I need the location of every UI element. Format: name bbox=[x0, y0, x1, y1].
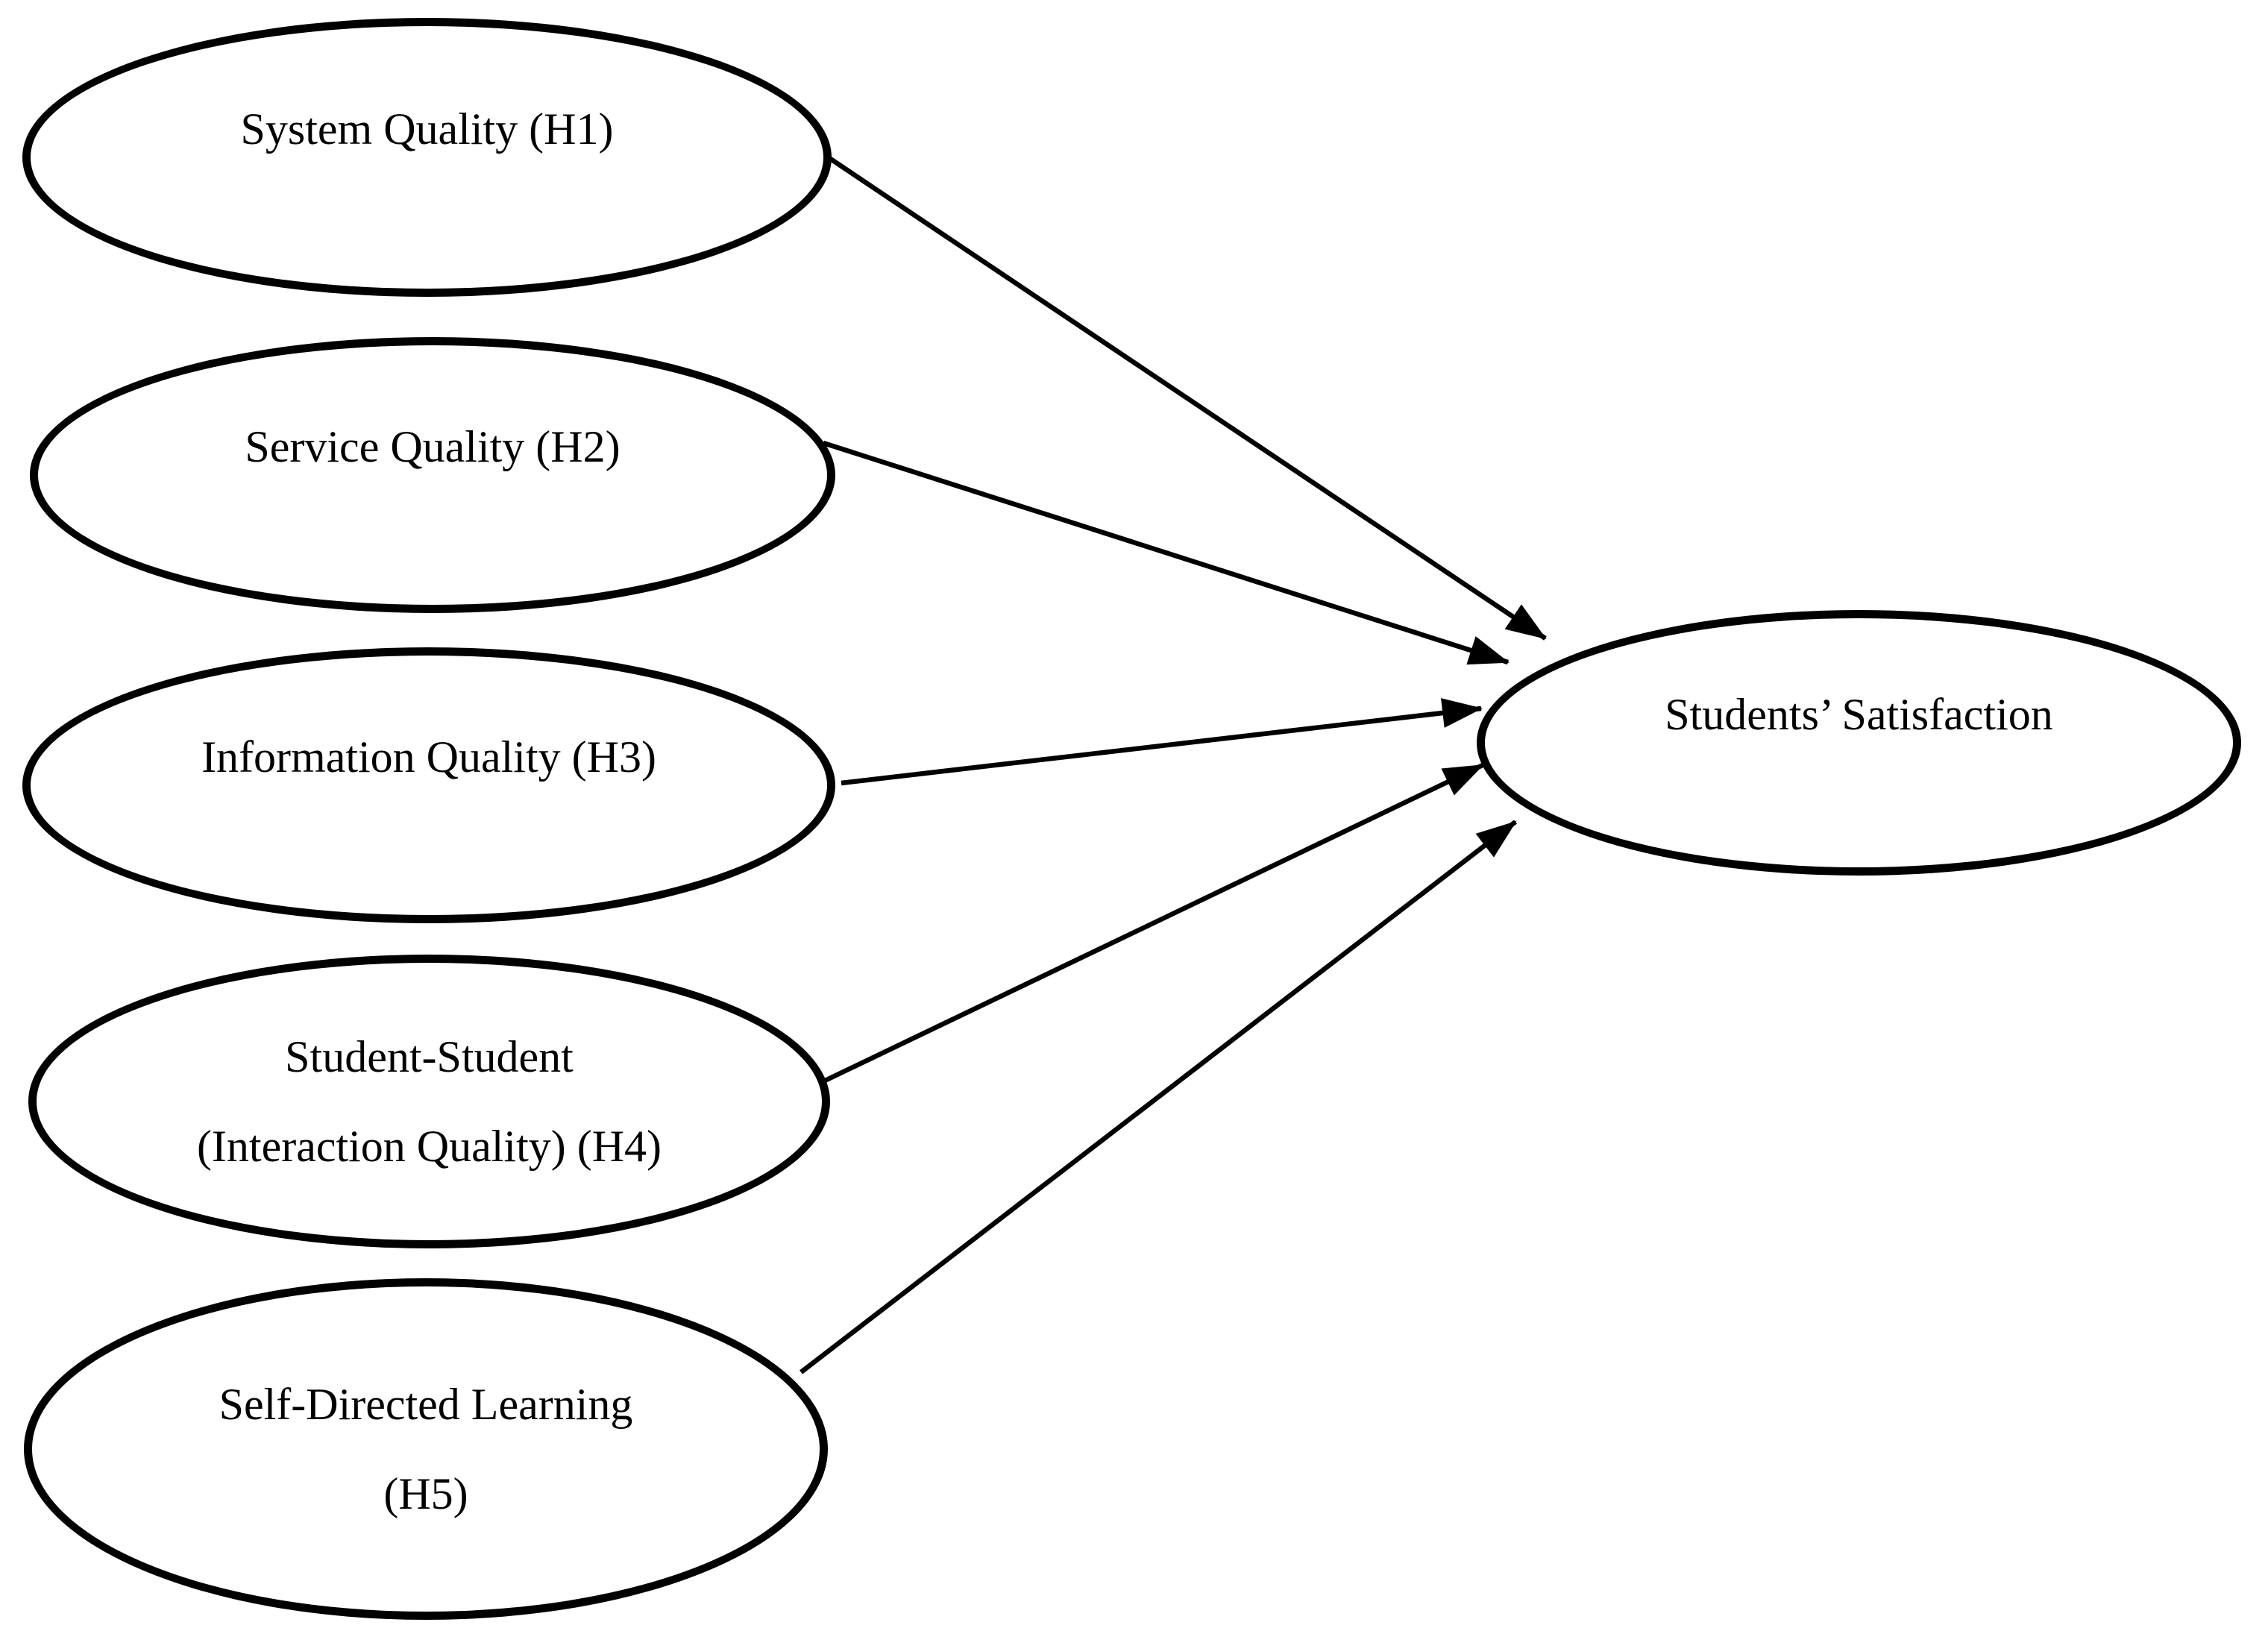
node-service-quality: Service Quality (H2) bbox=[30, 337, 835, 613]
node-label-line: Information Quality (H3) bbox=[201, 732, 656, 782]
edge-h1-arrow bbox=[828, 156, 1547, 641]
node-label-line: Service Quality (H2) bbox=[245, 422, 621, 471]
node-students-satisfaction: Students’ Satisfaction bbox=[1477, 610, 2241, 876]
node-student-student-interaction-quality: Student-Student (Interaction Quality) (H… bbox=[28, 955, 830, 1248]
edge-h2-arrow bbox=[823, 440, 1510, 665]
node-label-line: (H5) bbox=[383, 1469, 468, 1518]
node-label: Service Quality (H2) bbox=[245, 421, 620, 473]
node-label-line: Students’ Satisfaction bbox=[1665, 690, 2053, 739]
node-label: Information Quality (H3) bbox=[201, 731, 656, 783]
node-label-line: Student-Student bbox=[285, 1032, 574, 1081]
node-label: Students’ Satisfaction bbox=[1665, 688, 2053, 741]
node-label: Student-Student (Interaction Quality) (H… bbox=[197, 1012, 662, 1191]
edge-h5-arrow bbox=[800, 820, 1517, 1374]
edge-h3-arrow bbox=[841, 698, 1483, 786]
node-label-line: System Quality (H1) bbox=[240, 104, 614, 154]
node-system-quality: System Quality (H1) bbox=[22, 18, 832, 297]
edge-h4-arrow bbox=[822, 763, 1484, 1084]
node-information-quality: Information Quality (H3) bbox=[22, 647, 835, 923]
node-label-line: Self-Directed Learning bbox=[219, 1380, 633, 1429]
node-label-line: (Interaction Quality) (H4) bbox=[196, 1122, 662, 1171]
node-self-directed-learning: Self-Directed Learning (H5) bbox=[24, 1278, 828, 1620]
node-label: Self-Directed Learning (H5) bbox=[219, 1360, 633, 1539]
node-label: System Quality (H1) bbox=[241, 103, 614, 155]
